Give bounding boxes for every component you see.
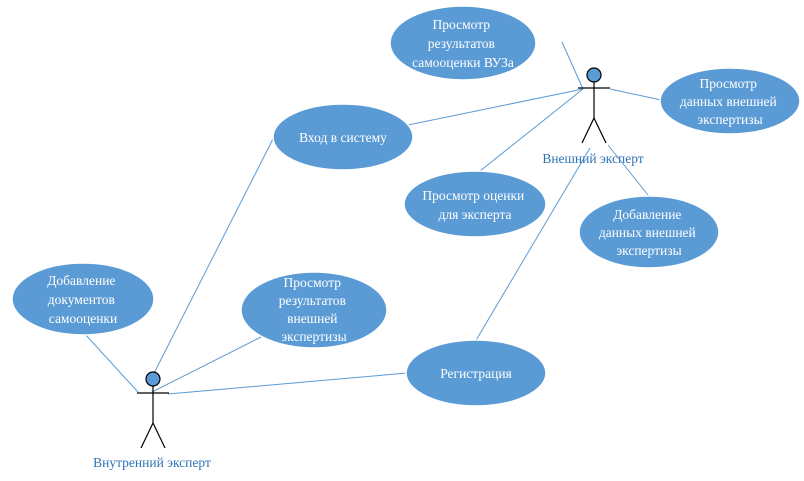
use-case-line: документов	[48, 292, 115, 307]
use-case-line: Просмотр	[700, 76, 758, 91]
use-case-add-self-assessment-docs[interactable]: Добавление документов самооценки	[11, 262, 155, 336]
link-external-to-add-external-data	[607, 144, 653, 201]
connectors	[83, 41, 662, 395]
link-external-to-registration	[474, 147, 591, 343]
link-external-to-login	[407, 88, 584, 126]
use-case-view-university-self-assessment[interactable]: Просмотр результатов самооценки ВУЗа	[389, 5, 537, 81]
link-external-to-view-external-data	[609, 88, 662, 101]
actor-head-icon	[145, 371, 161, 387]
use-case-line: самооценки	[49, 311, 117, 326]
svg-text:Добавление данных внешне: Добавление данных внешней экспертизы	[599, 207, 699, 258]
svg-text:Просмотр результатов: Просмотр результатов внешней экспертизы	[279, 275, 349, 344]
use-case-line: экспертизы	[281, 329, 346, 344]
actor-internal-expert[interactable]: Внутренний эксперт	[93, 371, 211, 470]
use-case-line: Просмотр	[284, 275, 342, 290]
use-case-line: результатов	[428, 36, 495, 51]
actor-head-icon	[586, 67, 602, 83]
use-case-line: результатов	[279, 293, 346, 308]
use-case-add-external-data[interactable]: Добавление данных внешней экспертизы	[578, 195, 720, 269]
use-case-line: экспертизы	[616, 243, 681, 258]
use-case-line: Вход в систему	[299, 130, 387, 145]
svg-text:Просмотр результатов: Просмотр результатов самооценки ВУЗа	[412, 17, 514, 70]
svg-text:Просмотр данных внешней: Просмотр данных внешней экспертизы	[680, 76, 780, 127]
use-case-line: Просмотр	[433, 17, 491, 32]
use-case-login[interactable]: Вход в систему	[272, 103, 414, 171]
use-case-line: внешней	[287, 311, 337, 326]
use-case-line: данных внешней	[599, 225, 696, 240]
link-internal-to-login	[147, 134, 276, 386]
use-case-view-external-results[interactable]: Просмотр результатов внешней экспертизы	[240, 271, 388, 349]
use-case-line: Добавление	[47, 273, 115, 288]
actor-external-expert[interactable]: Внешний эксперт	[542, 67, 644, 166]
svg-text:Добавление документов: Добавление документов самооценки	[47, 273, 119, 326]
svg-text:Просмотр оценки для эксп: Просмотр оценки для эксперта	[422, 188, 527, 222]
svg-text:Регистрация: Регистрация	[440, 366, 512, 381]
svg-text:Вход в систему: Вход в систему	[299, 130, 387, 145]
actor-label: Внешний эксперт	[542, 151, 643, 166]
link-internal-to-external-results	[151, 335, 264, 393]
use-case-line: Регистрация	[440, 366, 512, 381]
link-internal-to-self-assessment-docs	[83, 332, 139, 393]
link-external-to-expert-rating	[474, 88, 584, 176]
use-case-line: экспертизы	[697, 112, 762, 127]
use-case-line: Просмотр оценки	[422, 188, 524, 203]
use-case-view-expert-rating[interactable]: Просмотр оценки для эксперта	[403, 170, 547, 238]
actor-label: Внутренний эксперт	[93, 455, 211, 470]
link-external-to-self-assessment	[561, 41, 584, 90]
use-case-line: данных внешней	[680, 94, 777, 109]
use-case-line: Добавление	[613, 207, 681, 222]
link-internal-to-registration	[167, 372, 408, 395]
use-case-line: для эксперта	[438, 207, 511, 222]
use-case-view-external-data[interactable]: Просмотр данных внешней экспертизы	[659, 67, 801, 135]
use-case-registration[interactable]: Регистрация	[405, 339, 547, 407]
use-case-line: самооценки ВУЗа	[412, 55, 514, 70]
